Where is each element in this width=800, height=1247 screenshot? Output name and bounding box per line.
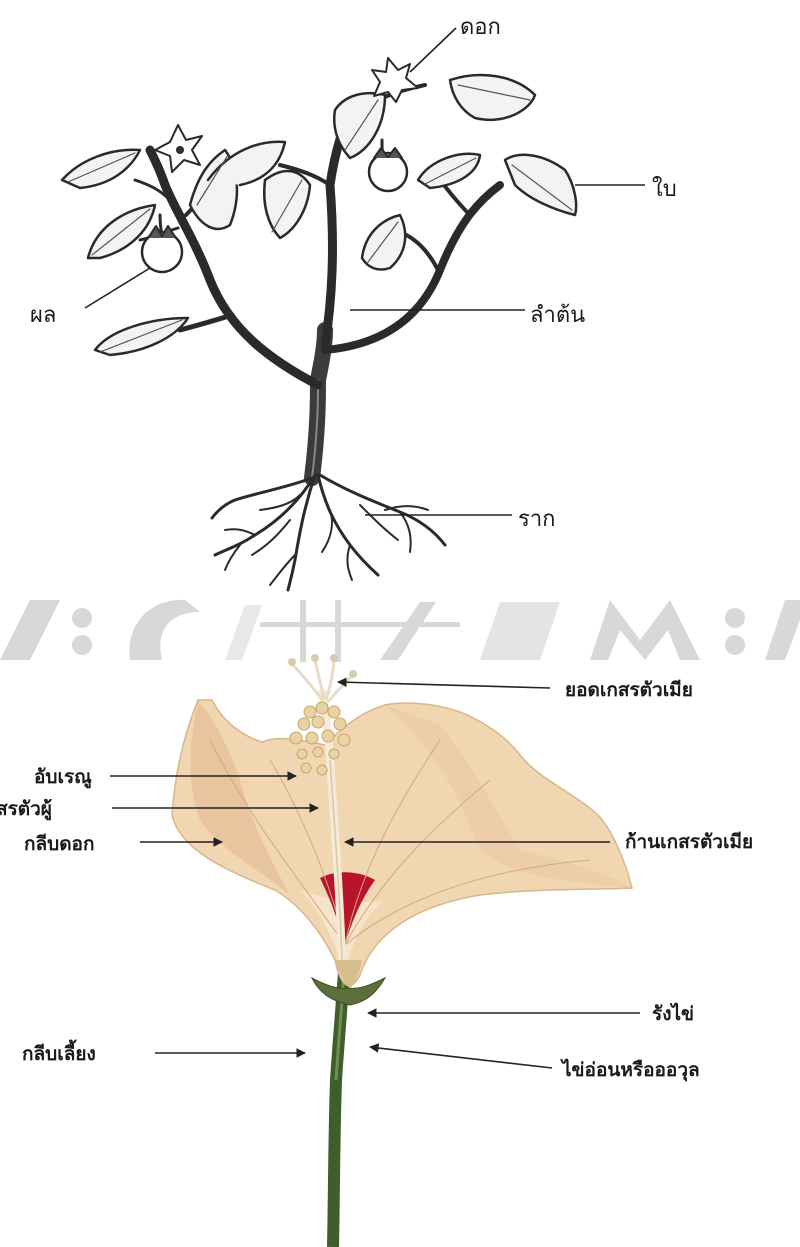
label-leaf: ใบ (652, 176, 677, 202)
label-flower: ดอก (460, 15, 501, 40)
label-style: ก้านเกสรตัวเมีย (625, 831, 753, 853)
label-ovary: รังไข่ (652, 1002, 694, 1025)
label-root: ราก (518, 507, 556, 532)
plant-roots (212, 475, 445, 590)
label-ovule: ไข่อ่อนหรือออวุล (560, 1058, 700, 1082)
label-petal: กลีบดอก (24, 833, 94, 855)
watermark (0, 600, 800, 662)
label-stigma: ยอดเกสรตัวเมีย (565, 679, 693, 701)
label-fruit: ผล (30, 303, 56, 328)
plant-leaves (62, 75, 576, 355)
label-anther: อับเรณู (34, 766, 92, 789)
label-stamen: เกสรตัวผู้ (0, 798, 52, 821)
hibiscus-illustration (172, 654, 632, 1247)
label-sepal: กลีบเลี้ยง (22, 1039, 96, 1065)
plant-branch-right (325, 185, 500, 350)
label-stem: ลำต้น (530, 303, 585, 328)
plant-illustration (62, 58, 576, 590)
flower-stigma (292, 660, 352, 702)
